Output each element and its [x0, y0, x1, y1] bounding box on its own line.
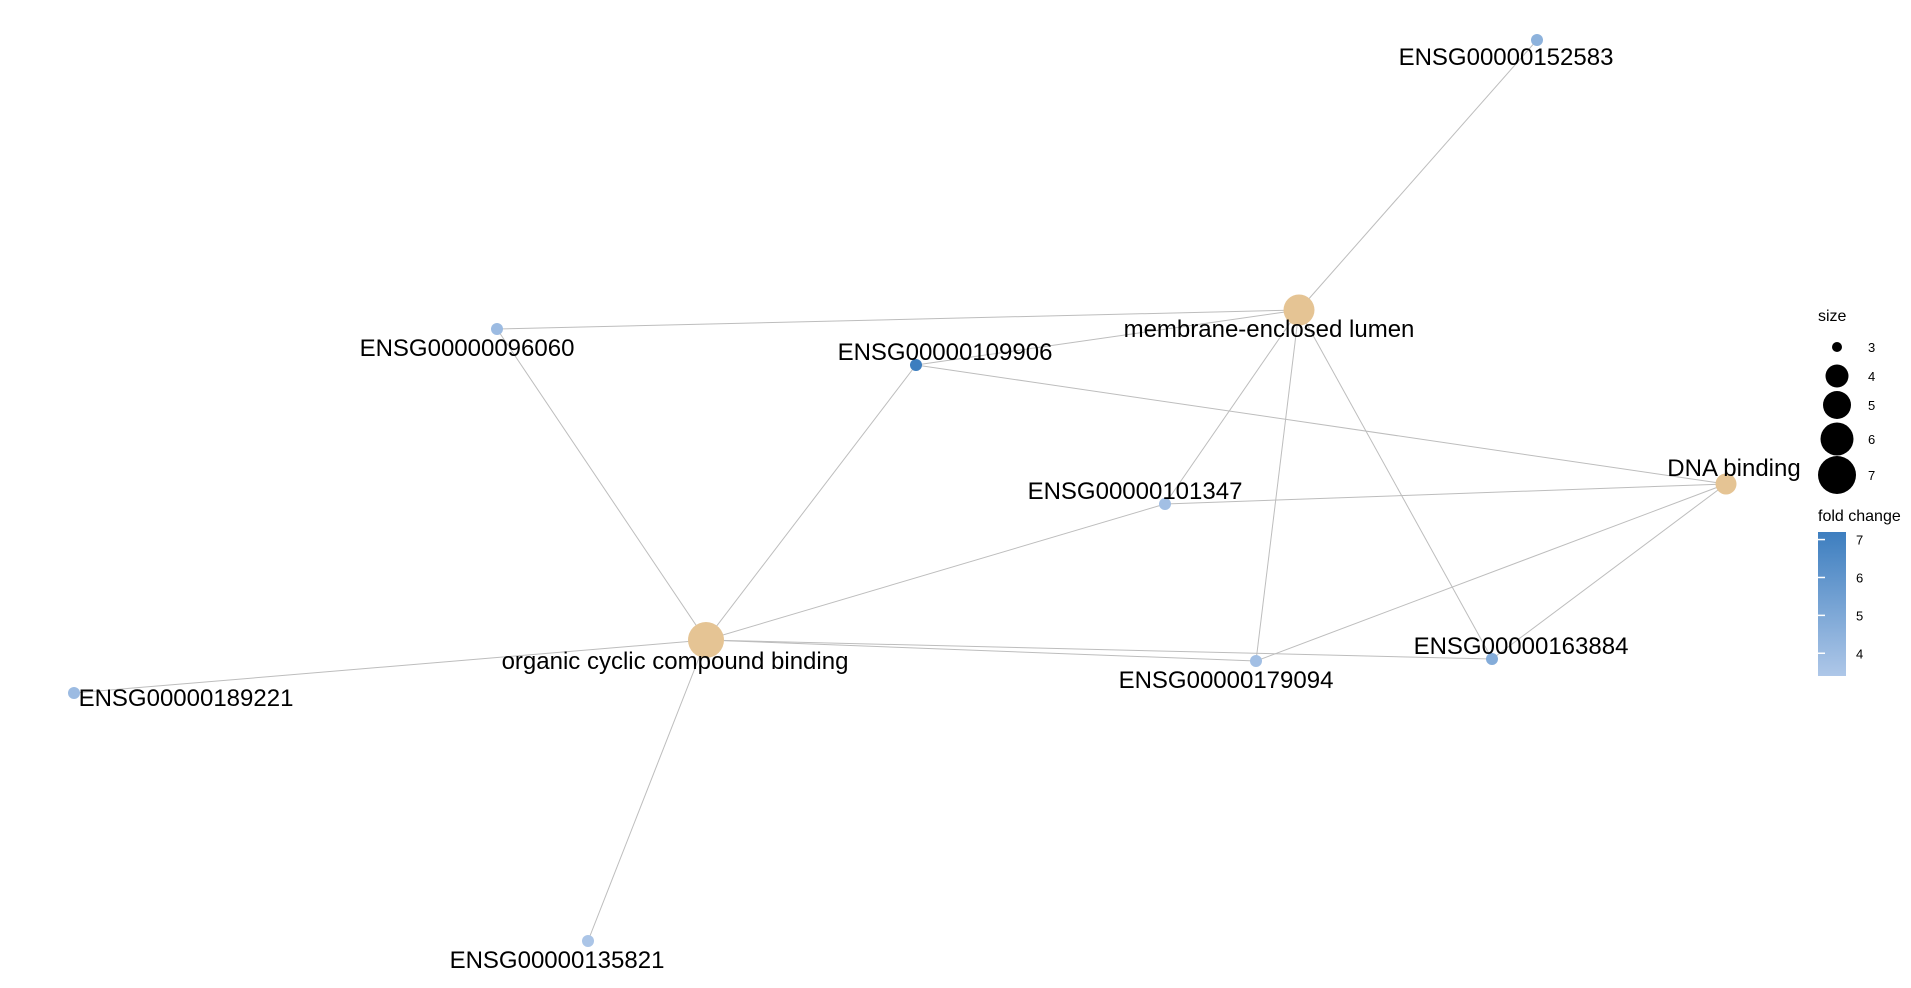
size-legend-dot-7 [1818, 456, 1856, 494]
size-legend-dot-4 [1825, 364, 1849, 388]
node-label-ENSG00000152583: ENSG00000152583 [1399, 44, 1614, 71]
edge-organic-cyclic-compound-binding-ENSG00000109906 [705, 364, 917, 641]
fold-change-tick-label-4: 4 [1856, 646, 1863, 661]
edge-dna-binding-ENSG00000109906 [915, 364, 1727, 485]
edge-organic-cyclic-compound-binding-ENSG00000179094 [705, 639, 1257, 662]
size-legend-label-7: 7 [1868, 468, 1875, 483]
gene-node-ENSG00000163884 [1486, 653, 1498, 665]
fold-change-legend-title: fold change [1818, 508, 1901, 525]
edge-membrane-enclosed-lumen-ENSG00000152583 [1298, 39, 1538, 311]
legend: size 3 4 5 6 7 fold change 7 6 5 4 [1818, 308, 1901, 676]
edge-layer [73, 39, 1727, 942]
gene-node-ENSG00000096060 [491, 323, 503, 335]
node-layer [68, 34, 1737, 947]
node-label-membrane-enclosed-lumen: membrane-enclosed lumen [1124, 316, 1415, 343]
size-legend-label-5: 5 [1868, 398, 1875, 413]
category-node-organic-cyclic-compound-binding [688, 622, 724, 658]
size-legend-title: size [1818, 308, 1847, 325]
edge-dna-binding-ENSG00000179094 [1255, 483, 1727, 662]
fold-change-tick-label-5: 5 [1856, 608, 1863, 623]
gene-node-ENSG00000179094 [1250, 655, 1262, 667]
gene-node-ENSG00000135821 [582, 935, 594, 947]
node-label-ENSG00000163884: ENSG00000163884 [1414, 633, 1629, 660]
node-label-ENSG00000101347: ENSG00000101347 [1028, 478, 1243, 505]
edge-membrane-enclosed-lumen-ENSG00000101347 [1164, 309, 1300, 505]
gene-node-ENSG00000189221 [68, 687, 80, 699]
edge-membrane-enclosed-lumen-ENSG00000179094 [1255, 309, 1300, 662]
size-legend-dot-6 [1820, 422, 1854, 456]
size-legend-dot-5 [1823, 391, 1851, 419]
node-label-ENSG00000189221: ENSG00000189221 [79, 685, 294, 712]
edge-membrane-enclosed-lumen-ENSG00000163884 [1298, 309, 1493, 660]
edge-organic-cyclic-compound-binding-ENSG00000135821 [587, 639, 707, 942]
edge-membrane-enclosed-lumen-ENSG00000109906 [915, 309, 1300, 366]
size-legend-label-3: 3 [1868, 340, 1875, 355]
node-label-ENSG00000179094: ENSG00000179094 [1119, 667, 1334, 694]
edge-dna-binding-ENSG00000163884 [1491, 483, 1727, 660]
fold-change-tick-label-6: 6 [1856, 570, 1863, 585]
edge-dna-binding-ENSG00000101347 [1164, 483, 1727, 505]
edge-organic-cyclic-compound-binding-ENSG00000096060 [496, 328, 707, 641]
edge-organic-cyclic-compound-binding-ENSG00000101347 [705, 503, 1166, 641]
gene-node-ENSG00000152583 [1531, 34, 1543, 46]
node-label-ENSG00000109906: ENSG00000109906 [838, 339, 1053, 366]
size-legend: 3 4 5 6 7 [1818, 340, 1875, 494]
gene-node-ENSG00000101347 [1159, 498, 1171, 510]
fold-change-ticks: 7 6 5 4 [1818, 533, 1863, 661]
edge-organic-cyclic-compound-binding-ENSG00000189221 [73, 639, 707, 694]
fold-change-colorbar [1818, 532, 1846, 676]
node-label-ENSG00000096060: ENSG00000096060 [360, 335, 575, 362]
category-node-membrane-enclosed-lumen [1283, 294, 1315, 326]
node-label-ENSG00000135821: ENSG00000135821 [450, 947, 665, 974]
edge-membrane-enclosed-lumen-ENSG00000096060 [496, 309, 1300, 330]
category-node-dna-binding [1715, 473, 1737, 495]
node-label-dna-binding: DNA binding [1667, 455, 1800, 482]
gene-node-ENSG00000109906 [910, 359, 922, 371]
node-label-organic-cyclic-compound-binding: organic cyclic compound binding [502, 648, 849, 675]
size-legend-label-4: 4 [1868, 369, 1875, 384]
size-legend-dot-3 [1832, 342, 1842, 352]
size-legend-label-6: 6 [1868, 432, 1875, 447]
fold-change-tick-label-7: 7 [1856, 533, 1863, 548]
edge-organic-cyclic-compound-binding-ENSG00000163884 [705, 639, 1493, 660]
